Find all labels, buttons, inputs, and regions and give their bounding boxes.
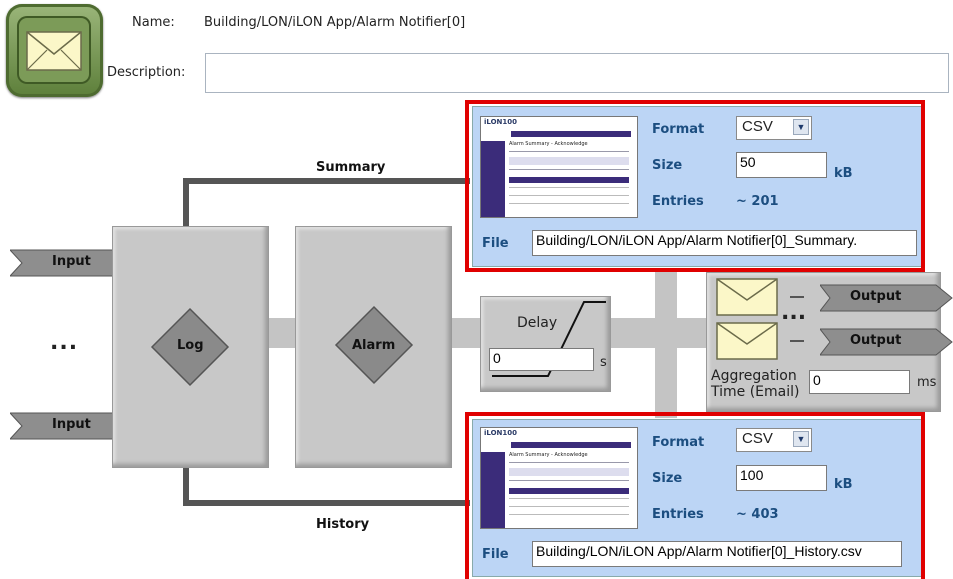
outputs-ellipsis: ... <box>781 300 807 325</box>
history-format-select[interactable]: CSV ▼ <box>736 428 812 452</box>
summary-size-unit: kB <box>834 166 853 181</box>
thumbnail-title: Alarm Summary - Acknowledge <box>509 141 588 147</box>
history-label: History <box>316 517 370 532</box>
delay-unit: s <box>600 355 607 370</box>
summary-file-input[interactable]: Building/LON/iLON App/Alarm Notifier[0]_… <box>532 230 917 256</box>
name-value: Building/LON/iLON App/Alarm Notifier[0] <box>204 15 466 30</box>
summary-panel-highlight <box>465 100 925 272</box>
history-file-label: File <box>482 547 509 562</box>
summary-report-thumbnail: iLON100 Alarm Summary - Acknowledge <box>480 116 638 218</box>
history-entries-label: Entries <box>652 507 704 522</box>
history-entries-value: ~ 403 <box>736 507 779 522</box>
app-icon-inner <box>17 16 91 84</box>
history-size-input[interactable]: 100 <box>736 465 827 491</box>
summary-file-label: File <box>482 236 509 251</box>
output-tag-bottom <box>820 328 953 356</box>
history-size-label: Size <box>652 471 683 486</box>
summary-format-select[interactable]: CSV ▼ <box>736 116 812 140</box>
output-dash-bottom <box>790 340 804 342</box>
envelope-icon <box>26 31 82 71</box>
alarm-notifier-app-icon <box>6 4 103 97</box>
aggregation-time-input[interactable]: 0 <box>809 370 910 394</box>
log-label: Log <box>177 338 204 353</box>
input-label-bottom: Input <box>52 417 91 432</box>
thumbnail-title: Alarm Summary - Acknowledge <box>509 452 588 458</box>
thumbnail-brand: iLON100 <box>484 429 518 437</box>
summary-entries-label: Entries <box>652 194 704 209</box>
output-label-top: Output <box>850 289 902 304</box>
history-format-value: CSV <box>742 430 773 447</box>
history-format-label: Format <box>652 435 705 450</box>
summary-format-label: Format <box>652 122 705 137</box>
input-label-top: Input <box>52 254 91 269</box>
description-label: Description: <box>107 65 186 80</box>
output-label-bottom: Output <box>850 333 902 348</box>
inputs-ellipsis: ... <box>50 330 79 355</box>
summary-entries-value: ~ 201 <box>736 194 779 209</box>
thumbnail-brand: iLON100 <box>484 118 518 126</box>
description-input[interactable] <box>205 53 949 93</box>
summary-label: Summary <box>316 160 386 175</box>
envelope-icon <box>716 278 778 316</box>
output-dash-top <box>790 296 804 298</box>
history-panel-highlight <box>465 412 925 579</box>
summary-size-input[interactable]: 50 <box>736 152 827 178</box>
alarm-label: Alarm <box>352 338 396 353</box>
delay-ramp-icon <box>492 301 606 377</box>
delay-input[interactable]: 0 <box>489 348 594 371</box>
chevron-down-icon[interactable]: ▼ <box>793 431 809 447</box>
summary-format-value: CSV <box>742 118 773 135</box>
summary-size-label: Size <box>652 158 683 173</box>
aggregation-label-line1: Aggregation <box>711 368 797 384</box>
envelope-icon <box>716 322 778 360</box>
history-report-thumbnail: iLON100 Alarm Summary - Acknowledge <box>480 427 638 529</box>
history-file-input[interactable]: Building/LON/iLON App/Alarm Notifier[0]_… <box>532 541 902 567</box>
output-tag-top <box>820 284 953 312</box>
aggregation-unit: ms <box>917 375 937 390</box>
aggregation-label-line2: Time (Email) <box>711 384 800 400</box>
delay-label: Delay <box>517 315 558 331</box>
log-diamond <box>150 307 230 387</box>
alarm-diamond <box>334 305 414 385</box>
history-size-unit: kB <box>834 477 853 492</box>
name-label: Name: <box>132 15 175 30</box>
chevron-down-icon[interactable]: ▼ <box>793 119 809 135</box>
